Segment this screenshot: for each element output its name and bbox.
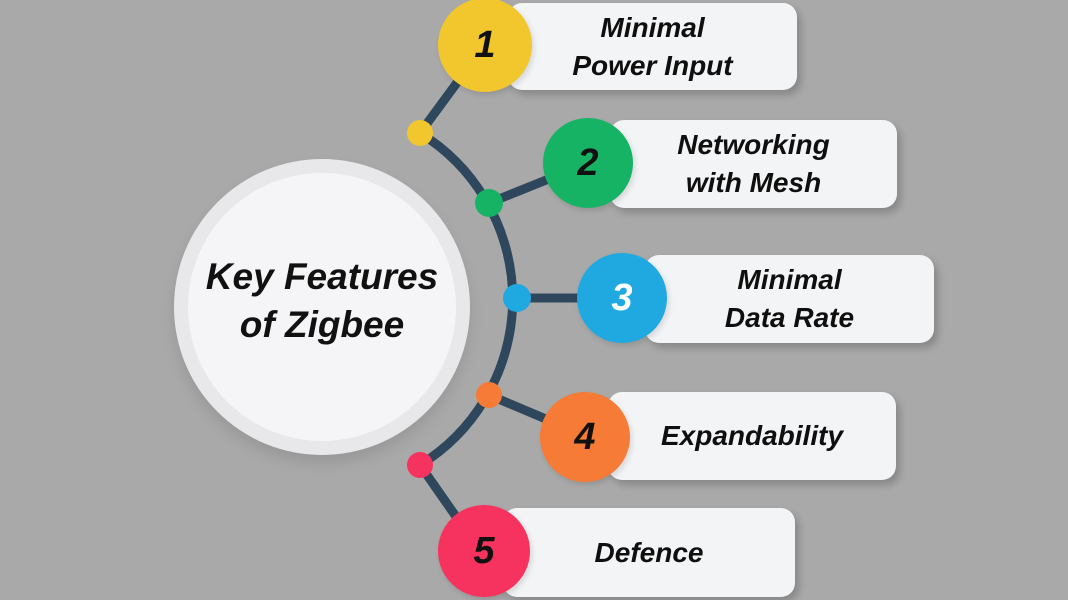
arc-dot-1 <box>407 120 433 146</box>
feature-card-5: Defence <box>503 508 795 597</box>
feature-card-2: Networking with Mesh <box>610 120 897 208</box>
feature-card-1: Minimal Power Input <box>508 3 797 90</box>
number-circle-4: 4 <box>540 392 630 482</box>
feature-label-line: Defence <box>594 536 704 568</box>
feature-card-4: Expandability <box>608 392 896 480</box>
number-circle-5: 5 <box>438 505 530 597</box>
central-circle-inner: Key Features of Zigbee <box>188 173 456 441</box>
diagram-title-line2: of Zigbee <box>239 304 405 345</box>
feature-label-line: Expandability <box>660 420 844 451</box>
feature-label-line: Minimal <box>600 11 705 43</box>
number-label-2: 2 <box>577 141 599 184</box>
number-label-5: 5 <box>473 529 495 572</box>
number-circle-3: 3 <box>577 253 667 343</box>
number-label-4: 4 <box>574 415 596 458</box>
arc-dot-4 <box>476 382 502 408</box>
diagram-title: Key Features of Zigbee <box>206 253 438 349</box>
feature-label-line: with Mesh <box>685 167 822 198</box>
feature-label-line: Networking <box>677 129 830 160</box>
number-label-3: 3 <box>611 276 633 319</box>
arc-dot-5 <box>407 452 433 478</box>
feature-label-line: Power Input <box>572 49 733 81</box>
number-circle-2: 2 <box>543 118 633 208</box>
arc-dot-2 <box>475 189 503 217</box>
central-circle: Key Features of Zigbee <box>174 159 470 455</box>
feature-label-line: Minimal <box>737 264 842 295</box>
number-circle-1: 1 <box>438 0 532 92</box>
feature-label-line: Data Rate <box>724 302 855 333</box>
diagram-title-line1: Key Features <box>205 256 439 297</box>
number-label-1: 1 <box>474 23 496 66</box>
feature-card-3: Minimal Data Rate <box>645 255 934 343</box>
arc-dot-3 <box>503 284 531 312</box>
